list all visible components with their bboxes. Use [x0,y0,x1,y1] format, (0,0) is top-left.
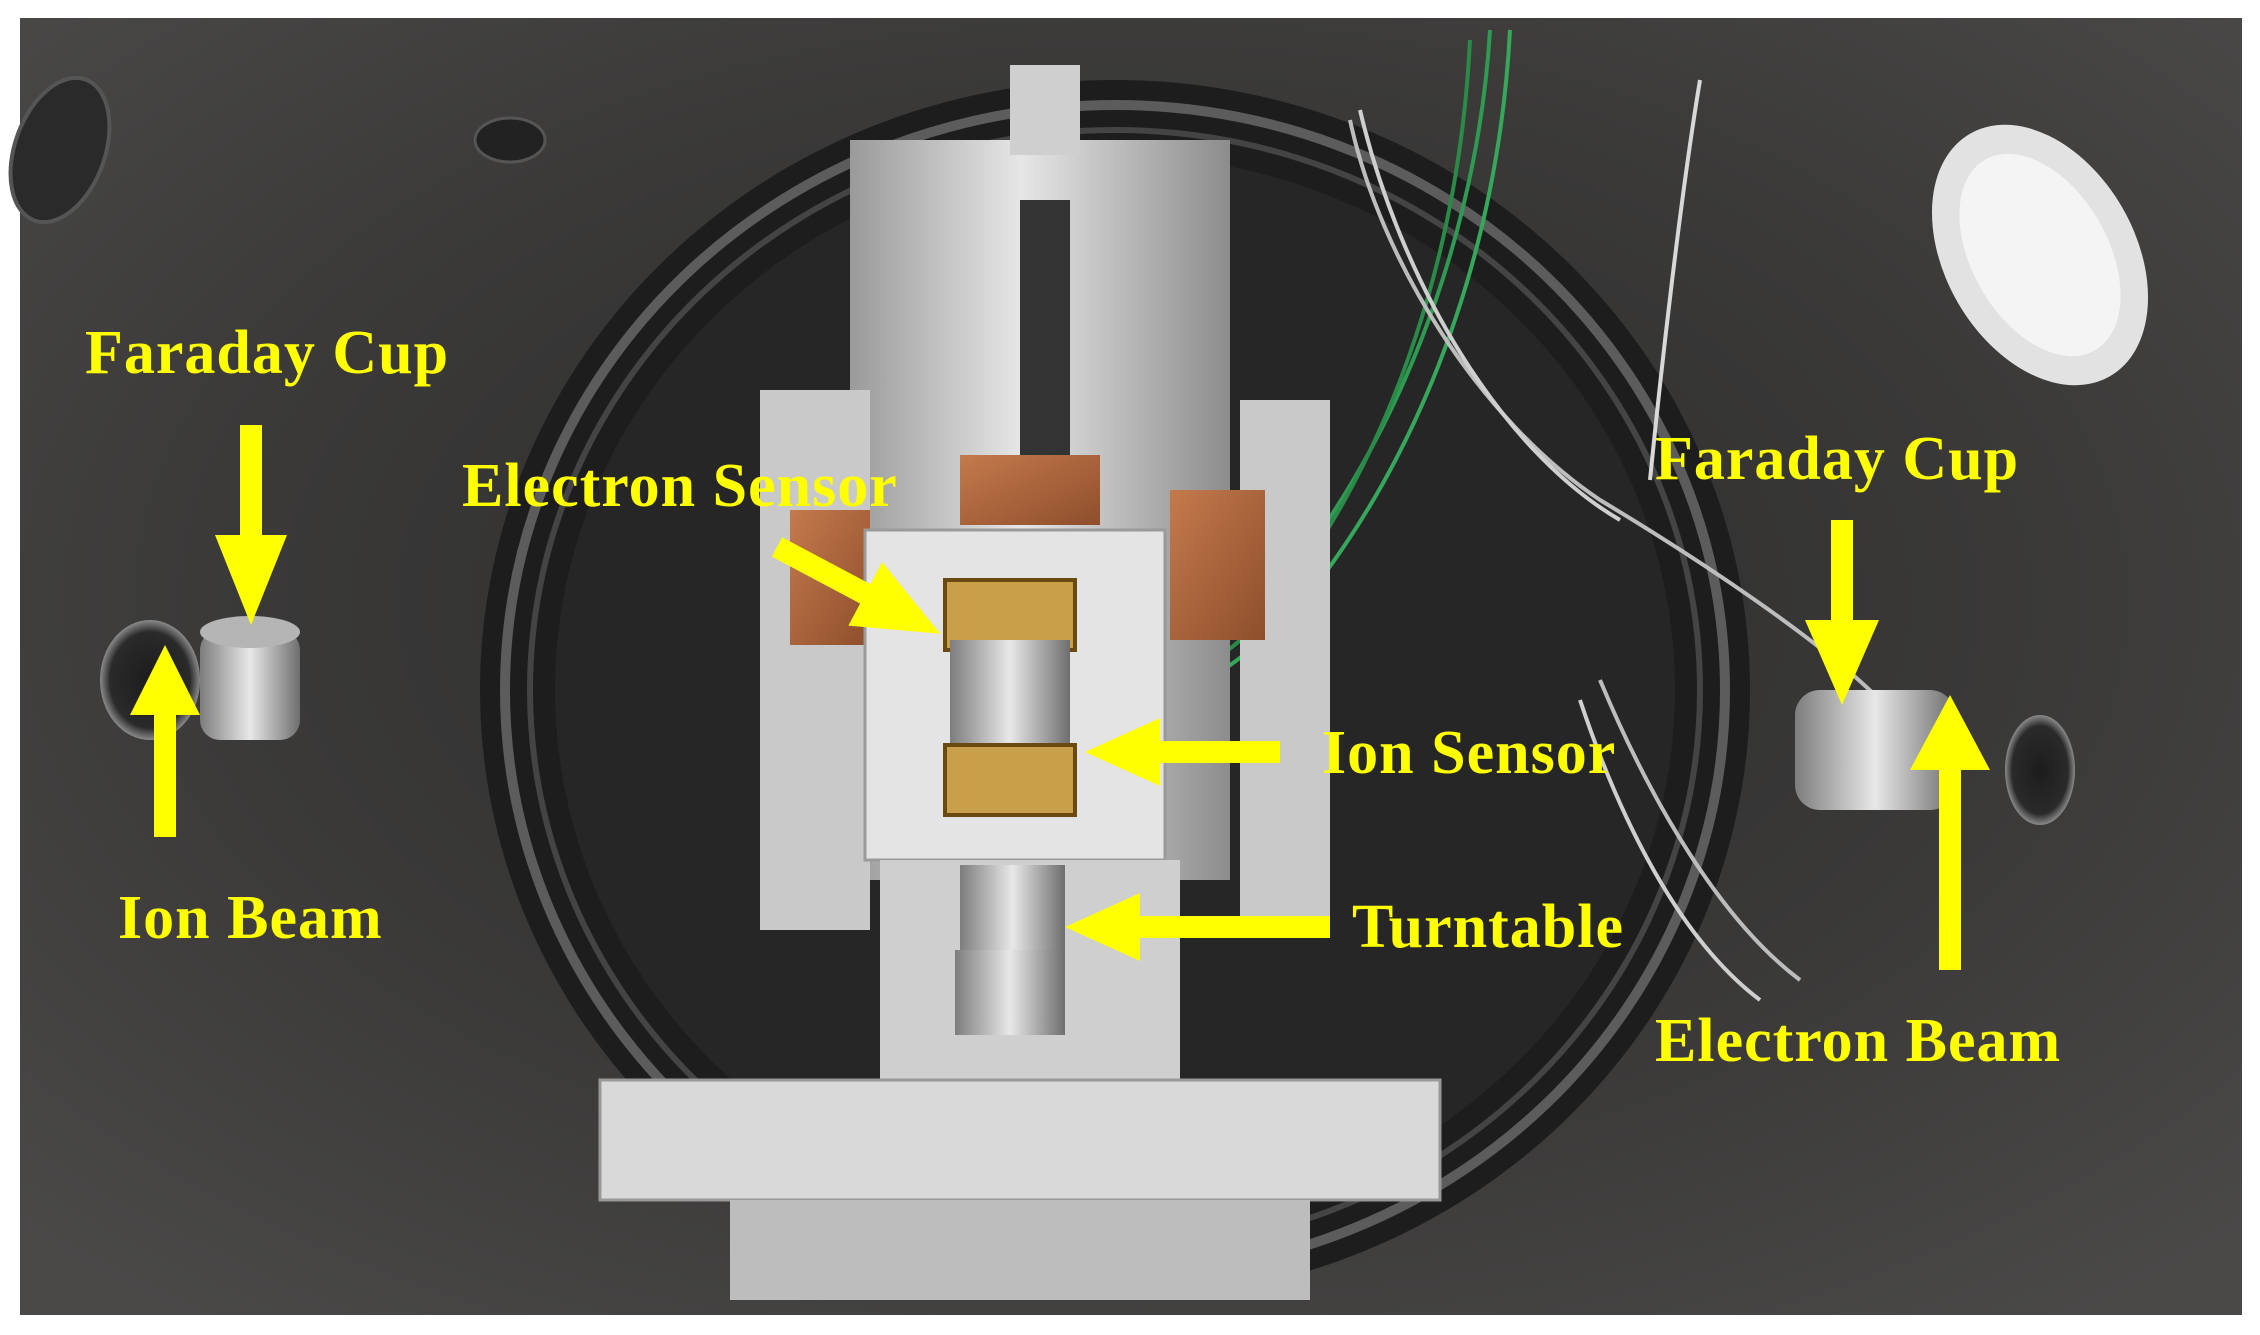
arrow-down-faraday-left [215,425,287,625]
arrow-left-ion-sensor [1085,718,1280,786]
sensor-assembly [943,578,1077,1035]
label-ion-sensor: Ion Sensor [1322,719,1617,787]
arrows [130,425,1990,970]
faraday-cup-left-device [200,616,300,740]
arrow-electron-sensor [771,537,941,634]
label-turntable: Turntable [1352,893,1625,961]
label-faraday-cup-left: Faraday Cup [85,319,450,387]
wall-ports [8,75,2149,825]
arrow-left-turntable [1065,893,1330,961]
arrow-down-faraday-right [1805,520,1879,705]
arrow-up-ion-beam [130,645,200,837]
label-electron-beam: Electron Beam [1655,1007,2062,1075]
arrow-up-electron-beam [1910,695,1990,970]
label-faraday-cup-right: Faraday Cup [1655,425,2020,493]
faraday-cup-right-device [1795,690,1955,810]
label-electron-sensor: Electron Sensor [462,452,898,520]
label-ion-beam: Ion Beam [118,884,383,952]
